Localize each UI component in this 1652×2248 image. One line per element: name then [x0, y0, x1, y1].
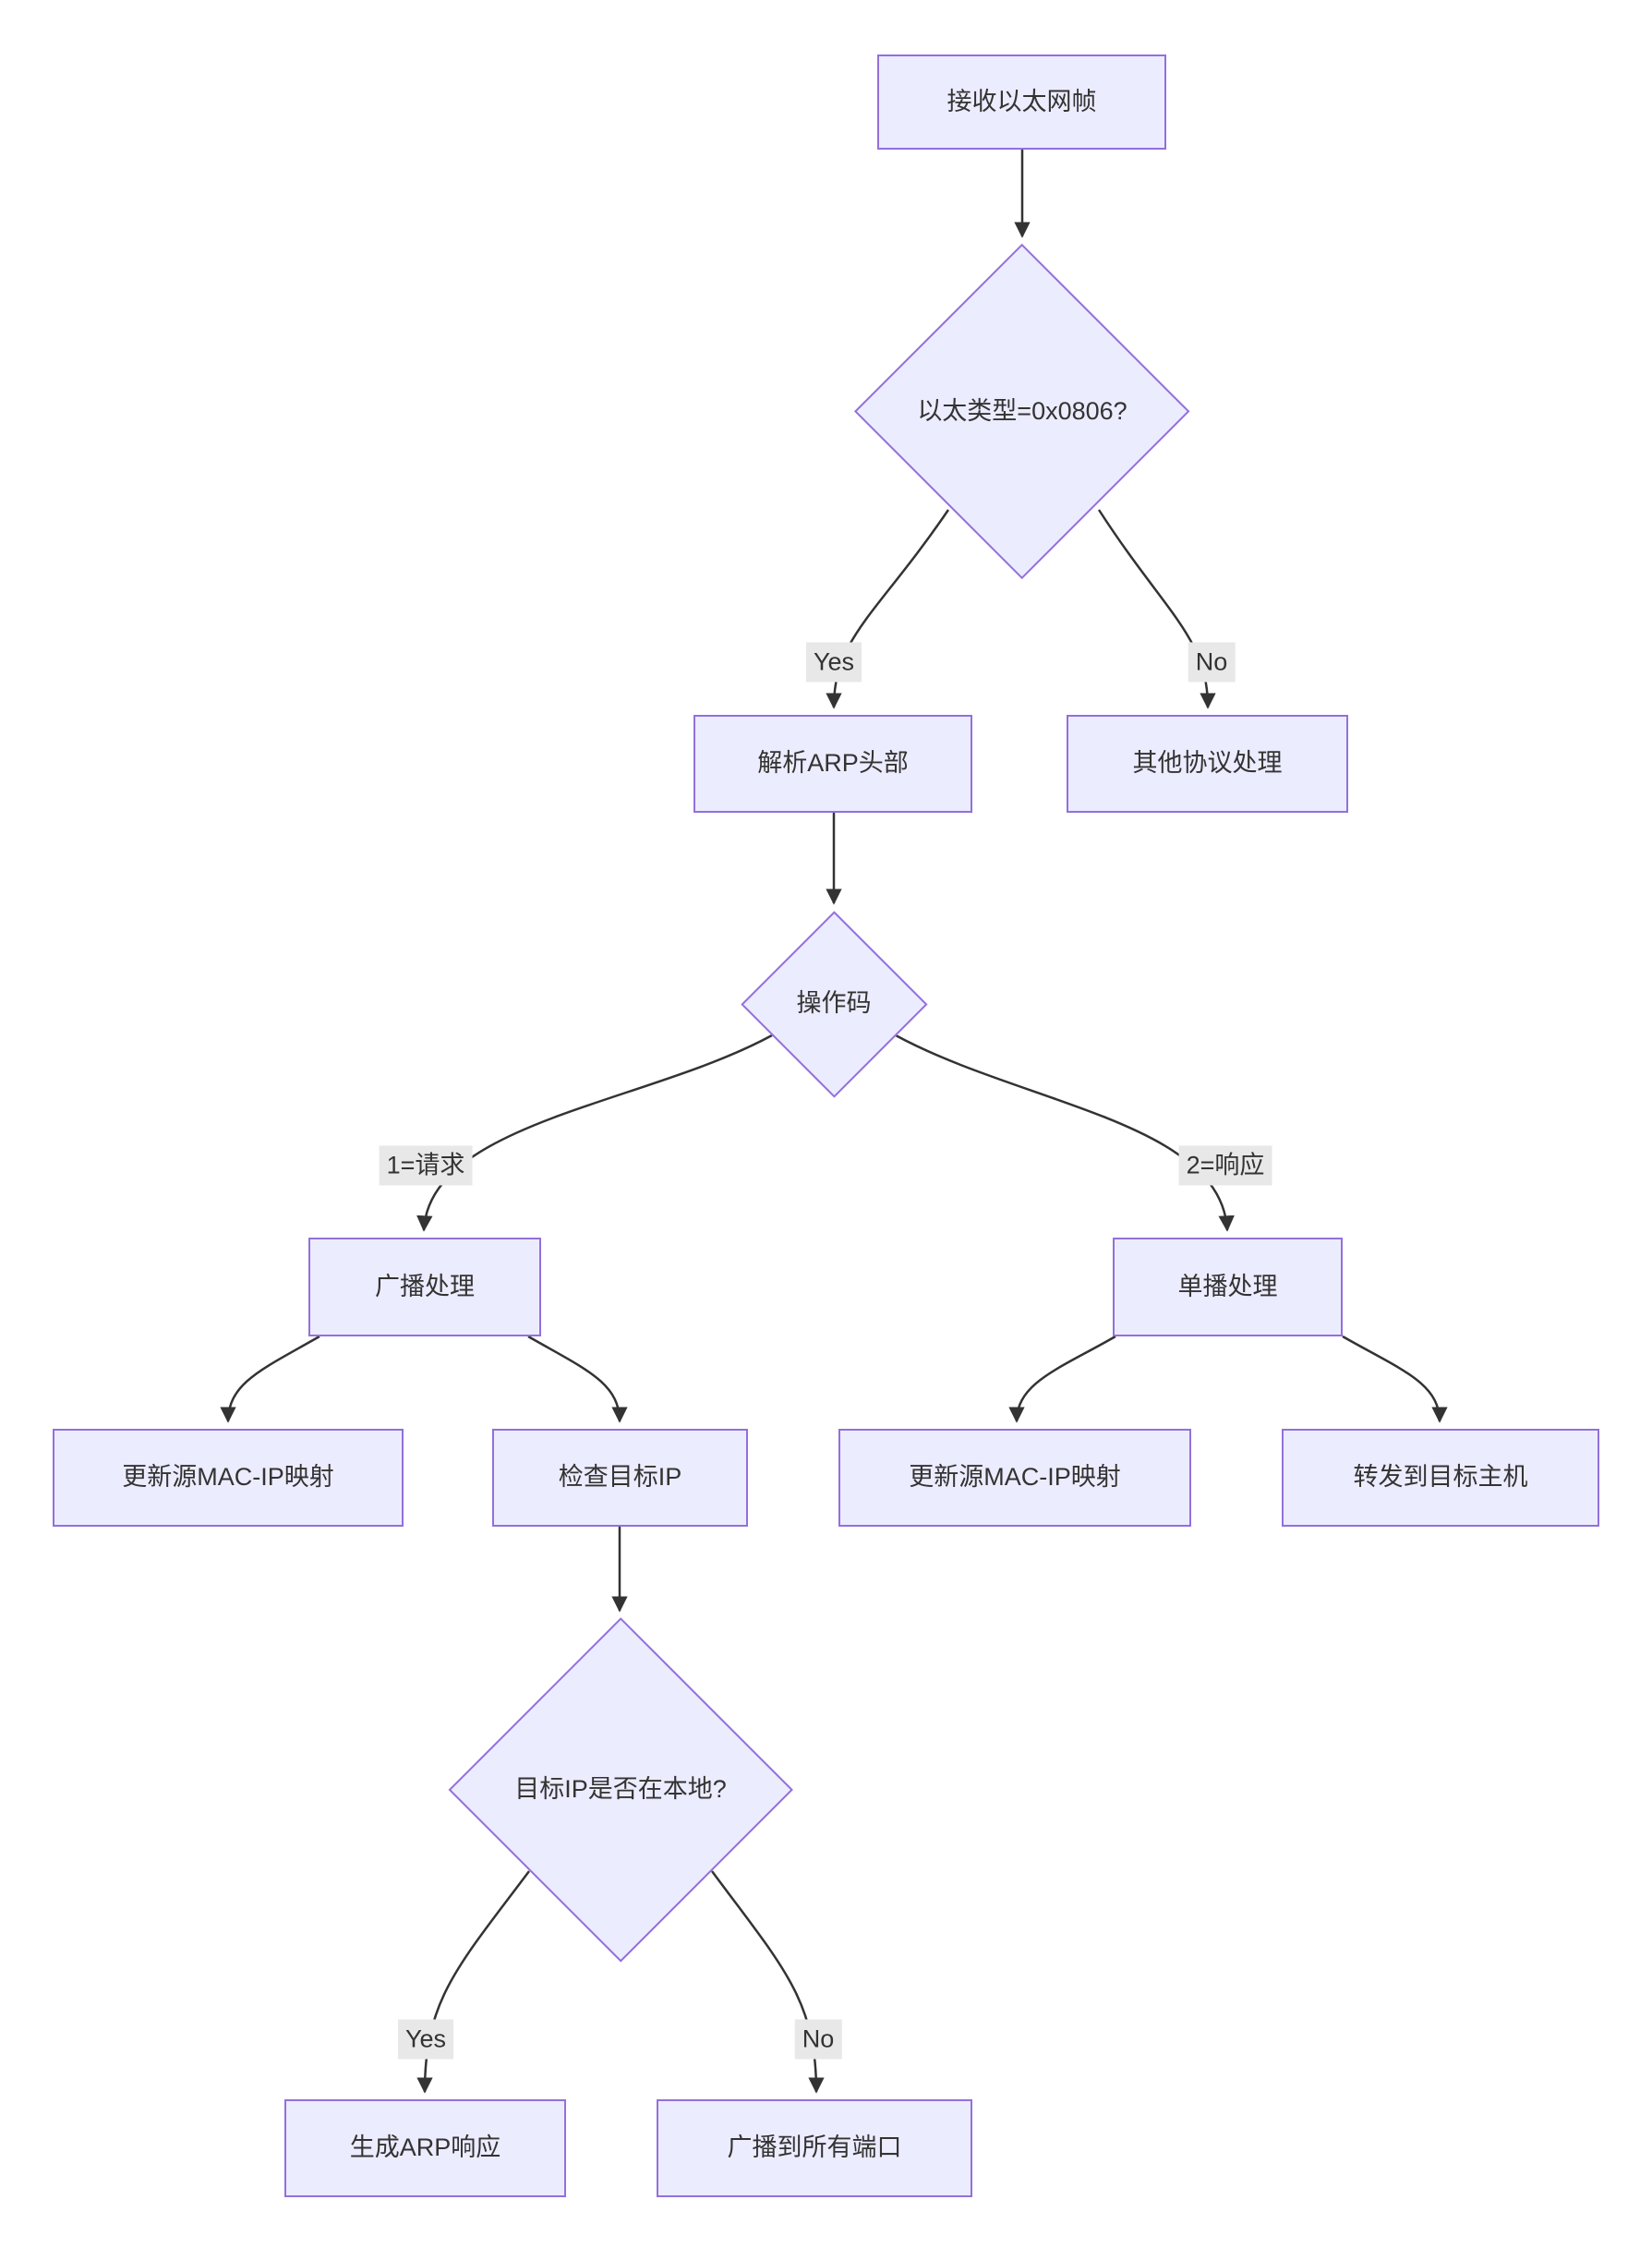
edge-broadcast-to-check-target [527, 1335, 628, 1423]
node-update-source-mapping-response: 更新源MAC-IP映射 [838, 1429, 1191, 1527]
node-check-target-ip-label: 检查目标IP [558, 1463, 682, 1492]
edge-unicast-to-forward [1342, 1335, 1448, 1423]
edge-unicast-to-update-mapping [1008, 1335, 1116, 1423]
node-update-source-mapping-request: 更新源MAC-IP映射 [53, 1429, 404, 1527]
decision-ethertype: 以太类型=0x0806? [853, 243, 1191, 581]
node-update-source-mapping-request-label: 更新源MAC-IP映射 [122, 1463, 334, 1492]
edge-opcode-request-to-broadcast [416, 1033, 773, 1232]
node-generate-arp-reply: 生成ARP响应 [284, 2099, 566, 2197]
node-broadcast-handling-label: 广播处理 [375, 1272, 475, 1300]
node-forward-to-target-host-label: 转发到目标主机 [1353, 1463, 1528, 1492]
node-check-target-ip: 检查目标IP [492, 1429, 748, 1527]
edge-ethertype-no-to-other [1097, 509, 1216, 709]
edge-local-yes-to-generate-reply [416, 1870, 530, 2094]
node-generate-arp-reply-label: 生成ARP响应 [349, 2133, 501, 2162]
edge-local-no-to-broadcast-ports [710, 1870, 825, 2094]
edge-label-opcode-request: 1=请求 [379, 1145, 473, 1186]
node-receive-frame-label: 接收以太网帧 [947, 87, 1097, 115]
edge-label-target-local-yes: Yes [397, 2019, 454, 2060]
edge-label-opcode-response: 2=响应 [1178, 1145, 1272, 1186]
node-parse-arp-label: 解析ARP头部 [757, 749, 909, 778]
edge-label-ethertype-no: No [1188, 642, 1236, 683]
node-unicast-handling: 单播处理 [1113, 1238, 1343, 1336]
edge-opcode-response-to-unicast [895, 1033, 1235, 1232]
decision-opcode-label: 操作码 [796, 989, 872, 1018]
node-update-source-mapping-response-label: 更新源MAC-IP映射 [909, 1463, 1121, 1492]
node-broadcast-all-ports-label: 广播到所有端口 [727, 2133, 902, 2162]
node-broadcast-handling: 广播处理 [308, 1238, 541, 1336]
node-parse-arp: 解析ARP头部 [693, 715, 972, 813]
node-other-protocol: 其他协议处理 [1067, 715, 1348, 813]
edge-broadcast-to-update-mapping [220, 1335, 320, 1423]
decision-opcode: 操作码 [740, 910, 928, 1098]
node-broadcast-all-ports: 广播到所有端口 [657, 2099, 972, 2197]
node-unicast-handling-label: 单播处理 [1177, 1272, 1278, 1300]
edge-label-ethertype-yes: Yes [805, 642, 862, 683]
decision-target-ip-local-label: 目标IP是否在本地? [514, 1775, 727, 1804]
node-receive-frame: 接收以太网帧 [877, 54, 1166, 150]
decision-target-ip-local: 目标IP是否在本地? [447, 1616, 794, 1964]
node-forward-to-target-host: 转发到目标主机 [1282, 1429, 1599, 1527]
edge-label-target-local-no: No [794, 2019, 842, 2060]
decision-ethertype-label: 以太类型=0x0806? [917, 397, 1127, 426]
node-other-protocol-label: 其他协议处理 [1132, 749, 1283, 778]
edge-ethertype-yes-to-parse [826, 509, 950, 709]
